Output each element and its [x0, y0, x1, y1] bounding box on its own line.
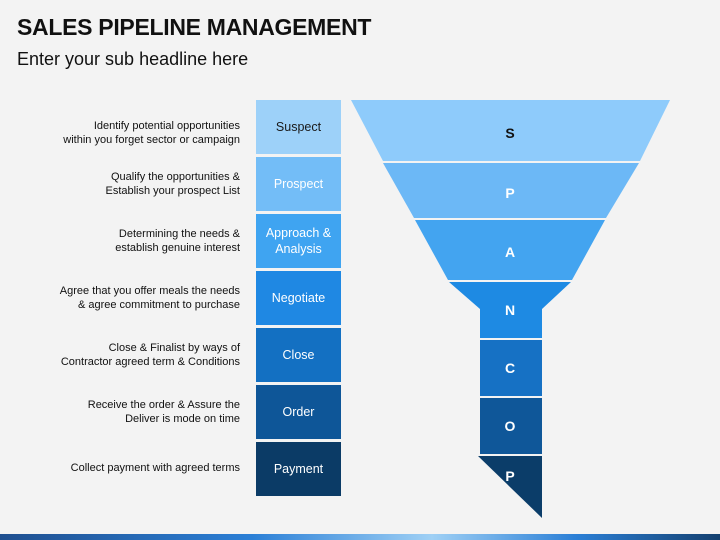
funnel-letter: P [505, 185, 514, 201]
stage-description: Receive the order & Assure the Deliver i… [87, 399, 240, 425]
funnel-segment [480, 340, 542, 396]
funnel-letter: O [505, 418, 516, 434]
funnel-segment [415, 220, 605, 280]
funnel-letter: C [505, 360, 515, 376]
footer-gradient-bar [0, 534, 720, 540]
stage-description: Determining the needs & establish genuin… [115, 228, 240, 254]
funnel-segment [478, 456, 542, 518]
stage-description: Identify potential opportunities within … [63, 120, 240, 146]
stage-box-prospect: Prospect [256, 157, 341, 211]
page-title: SALES PIPELINE MANAGEMENT [17, 14, 372, 40]
stage-description: Collect payment with agreed terms [70, 462, 240, 474]
funnel-segment [449, 282, 571, 338]
page-subtitle: Enter your sub headline here [17, 49, 249, 69]
funnel-segment [351, 100, 670, 161]
stage-description: Qualify the opportunities & Establish yo… [105, 171, 240, 197]
stage-box-negotiate: Negotiate [256, 271, 341, 325]
funnel-letter: P [505, 468, 514, 484]
funnel-segment [383, 163, 639, 218]
stage-description: Agree that you offer meals the needs & a… [59, 285, 240, 311]
stage-description: Close & Finalist by ways of Contractor a… [60, 342, 240, 368]
funnel-letter: S [505, 125, 514, 141]
stage-box-payment: Payment [256, 442, 341, 496]
funnel-segment [480, 398, 542, 454]
stage-box-approach: Approach & Analysis [256, 214, 341, 268]
stage-box-close: Close [256, 328, 341, 382]
funnel-letter: A [505, 244, 515, 260]
funnel-letter: N [505, 302, 515, 318]
stage-box-suspect: Suspect [256, 100, 341, 154]
stage-box-order: Order [256, 385, 341, 439]
